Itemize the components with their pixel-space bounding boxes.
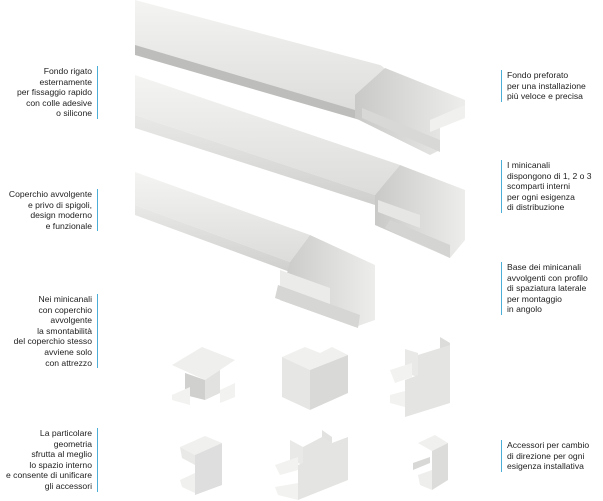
note-line: design moderno [30,210,92,221]
t-derivation-icon [275,430,348,500]
end-cap-icon [413,435,448,490]
note-coperchio-avvolgente: Coperchio avvolgente e privo di spigoli,… [8,189,98,232]
note-line: avviene solo [44,346,92,357]
junction-cover-icon [180,436,222,495]
note-line: e funzionale [45,220,92,231]
note-line: più veloce e precisa [507,91,583,102]
note-line: avvolgenti con profilo [507,272,588,283]
note-line: di distribuzione [507,202,565,213]
note-line: con colle adesive [26,97,92,108]
rounded-cover-channel-icon [135,0,465,155]
note-line: Base dei minicanali [507,262,582,272]
note-line: e consente di unificare [6,470,92,481]
square-channel-small-icon [135,172,375,328]
note-line: gli accessori [44,480,92,491]
note-line: lo spazio interno [29,459,92,470]
note-line: e privo di spigoli, [27,199,92,210]
note-line: per una installazione [507,80,586,91]
note-base-minicanali: Base dei minicanali avvolgenti con profi… [501,262,588,315]
note-line: Nei minicanali [38,294,93,304]
note-line: Accessori per cambio [507,440,590,450]
note-line: scomparti interni [507,181,571,192]
note-line: esigenza installativa [507,461,584,472]
internal-angle-icon [172,347,235,405]
note-line: per ogni esigenza [507,191,575,202]
note-line: avvolgente [50,315,92,326]
note-line: esternamente [39,76,92,87]
note-line: Fondo rigato [43,66,92,76]
accessories-figure [150,325,480,501]
note-line: geometria [53,438,92,449]
note-line: dispongono di 1, 2 o 3 [507,170,592,181]
note-line: I minicanali [507,160,550,170]
square-channel-large-icon [135,75,465,258]
note-line: per montaggio [507,293,562,304]
note-line: la smontabilità [37,325,92,336]
note-line: Fondo preforato [507,70,569,80]
note-accessori: Accessori per cambio di direzione per og… [501,440,589,472]
note-line: o silicone [56,108,92,119]
note-line: per fissaggio rapido [16,87,92,98]
note-line: di direzione per ogni [507,450,585,461]
channels-figure [130,0,480,330]
note-line: di spaziatura laterale [507,283,587,294]
note-line: in angolo [507,304,542,315]
note-line: con coperchio [38,304,92,315]
note-line: con attrezzo [45,357,92,368]
note-line: sfrutta al meglio [31,449,92,460]
note-line: La particolare [39,428,92,438]
note-geometria: La particolare geometria sfrutta al megl… [6,428,98,492]
flat-angle-icon [390,337,450,417]
note-fondo-rigato: Fondo rigato esternamente per fissaggio … [17,66,98,119]
note-scomparti: I minicanali dispongono di 1, 2 o 3 scom… [501,160,592,213]
note-smontabilita: Nei minicanali con coperchio avvolgente … [13,294,98,369]
note-line: del coperchio stesso [13,336,92,347]
note-line: Coperchio avvolgente [8,189,92,199]
note-fondo-preforato: Fondo preforato per una installazione pi… [501,70,586,102]
external-angle-icon [282,347,348,410]
